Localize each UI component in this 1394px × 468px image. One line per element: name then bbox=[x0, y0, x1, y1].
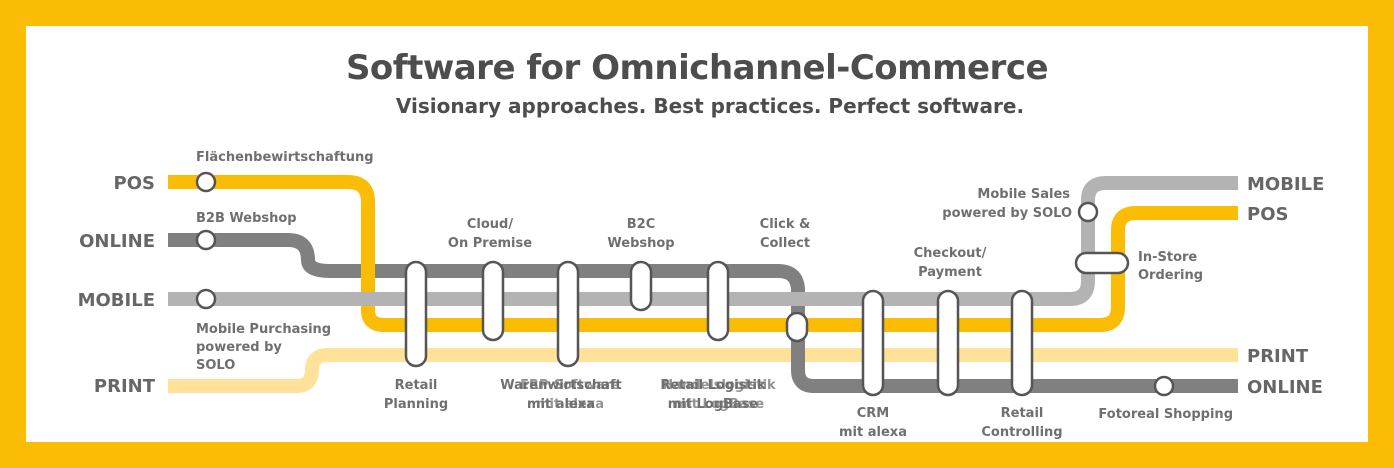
label-erp-1: ERP-Software bbox=[520, 378, 620, 393]
label-fotoreal: Fotoreal Shopping bbox=[1098, 407, 1233, 422]
label-mobile-sales-2: powered by SOLO bbox=[942, 206, 1072, 221]
pill-warenwirtschaft bbox=[556, 260, 580, 368]
label-b2c-2: Webshop bbox=[607, 236, 674, 251]
label-b2b: B2B Webshop bbox=[196, 211, 297, 226]
station-flaechen bbox=[195, 171, 217, 193]
pill-b2c bbox=[629, 260, 653, 312]
right-channel-online: ONLINE bbox=[1247, 377, 1323, 398]
page-subtitle: Visionary approaches. Best practices. Pe… bbox=[395, 94, 1025, 118]
label-handels-logistik-1: Handelslogistik bbox=[662, 378, 776, 393]
label-retail-controlling-2: Controlling bbox=[981, 425, 1062, 440]
label-retail-controlling-1: Retail bbox=[1001, 406, 1044, 421]
station-mobile-purchasing bbox=[195, 288, 217, 310]
station-fotoreal bbox=[1153, 375, 1175, 397]
label-crm-2: mit alexa bbox=[839, 425, 907, 440]
label-checkout-1: Checkout/ bbox=[914, 246, 987, 261]
label-retail-logistik-2: mit LogBase bbox=[668, 397, 759, 412]
label-retail-planning-2: Planning bbox=[384, 397, 448, 412]
label-checkout-2: Payment bbox=[918, 265, 982, 280]
station-b2b bbox=[195, 229, 217, 251]
pill-click-collect bbox=[785, 311, 809, 343]
left-channel-mobile: MOBILE bbox=[78, 290, 155, 311]
pill-crm bbox=[861, 289, 885, 397]
pill-retail-planning bbox=[404, 260, 428, 368]
left-channel-pos: POS bbox=[114, 173, 155, 194]
label-cloud-1: Cloud/ bbox=[467, 217, 513, 232]
pill-logistik bbox=[706, 260, 730, 342]
right-channel-mobile: MOBILE bbox=[1247, 174, 1324, 195]
pos-line bbox=[168, 175, 1238, 332]
right-channel-pos: POS bbox=[1247, 204, 1288, 225]
label-warenwirtschaft-2: mit alexa bbox=[527, 397, 595, 412]
label-cloud-2: On Premise bbox=[448, 236, 532, 251]
page-title: Software for Omnichannel-Commerce bbox=[345, 48, 1049, 88]
left-channel-print: PRINT bbox=[94, 376, 156, 397]
pill-instore bbox=[1074, 251, 1130, 275]
label-click-collect-1: Click & bbox=[760, 217, 811, 232]
label-mobile-sales-1: Mobile Sales bbox=[977, 187, 1070, 202]
mobile-line bbox=[168, 176, 1238, 306]
station-mobile-sales bbox=[1077, 201, 1099, 223]
label-instore-2: Ordering bbox=[1138, 268, 1203, 283]
label-instore-1: In-Store bbox=[1138, 250, 1197, 265]
label-flaechen: Flächenbewirtschaftung bbox=[196, 150, 374, 165]
left-channel-online: ONLINE bbox=[79, 231, 155, 252]
label-mobile-purchasing-1: Mobile Purchasing bbox=[196, 322, 331, 337]
label-crm-1: CRM bbox=[857, 406, 890, 421]
label-erp-2: mit alexa bbox=[536, 397, 604, 412]
label-mobile-purchasing-3: SOLO bbox=[196, 358, 235, 373]
label-warenwirtschaft-1: Warenwirtschaft bbox=[500, 378, 622, 393]
print-line bbox=[168, 348, 1238, 393]
label-handels-logistik-2: mit LogBase bbox=[674, 397, 765, 412]
label-click-collect-2: Collect bbox=[760, 236, 810, 251]
pill-retail-controlling bbox=[1010, 289, 1034, 397]
label-b2c-1: B2C bbox=[627, 217, 656, 232]
pill-checkout bbox=[936, 289, 960, 397]
label-retail-planning-1: Retail bbox=[395, 378, 438, 393]
online-line bbox=[168, 233, 1238, 393]
label-mobile-purchasing-2: powered by bbox=[196, 340, 282, 355]
pill-cloud bbox=[481, 260, 505, 342]
label-retail-logistik-1: Retail Logistik bbox=[660, 378, 766, 393]
right-channel-print: PRINT bbox=[1247, 346, 1309, 367]
